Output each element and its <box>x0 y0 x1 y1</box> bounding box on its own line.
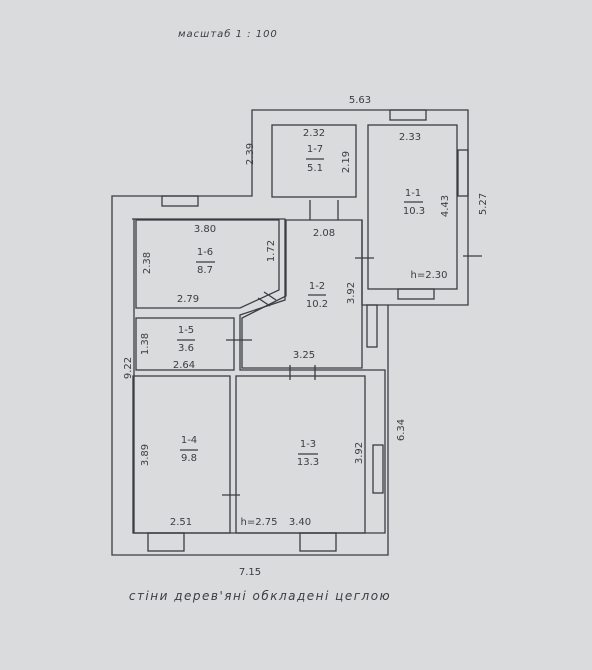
scale-label: масштаб 1 : 100 <box>178 29 278 40</box>
room-1-5-outline <box>135 317 235 371</box>
window <box>397 288 435 300</box>
dim-r13-bottom: 3.40 <box>289 517 311 528</box>
room-1-2-area: 10.2 <box>306 299 328 310</box>
window <box>147 532 185 552</box>
room-1-5-area: 3.6 <box>178 343 194 354</box>
room-1-2-outline <box>241 219 363 369</box>
window <box>366 304 378 348</box>
room-1-6-id: 1-6 <box>197 247 213 258</box>
window <box>161 195 199 207</box>
room-1-1-area: 10.3 <box>403 206 425 217</box>
dim-r14-height: 3.89 <box>140 444 151 466</box>
dim-total-bottom: 7.15 <box>239 567 261 578</box>
dim-r16-height: 2.38 <box>142 252 153 274</box>
dim-r11-width: 2.33 <box>399 132 421 143</box>
window <box>457 149 469 197</box>
dim-total-top: 5.63 <box>349 95 371 106</box>
dim-r16-width: 3.80 <box>194 224 216 235</box>
dim-total-left: 9.22 <box>123 357 134 379</box>
room-1-7-id: 1-7 <box>307 144 323 155</box>
dim-right-upper: 5.27 <box>478 193 489 215</box>
window <box>389 109 427 121</box>
dim-r13-width: 3.25 <box>293 350 315 361</box>
dim-r11-height: 4.43 <box>440 195 451 217</box>
dim-r12-side: 1.72 <box>266 240 277 262</box>
room-1-1-height: h=2.30 <box>411 270 448 281</box>
dim-r17-height-inner: 2.19 <box>341 151 352 173</box>
room-1-3-id: 1-3 <box>300 439 316 450</box>
caption: стіни дерев'яні обкладені цеглою <box>128 589 392 603</box>
dim-r12-width: 2.08 <box>313 228 335 239</box>
dim-right-lower: 6.34 <box>396 419 407 441</box>
dim-r15-height: 1.38 <box>140 333 151 355</box>
room-1-4-area: 9.8 <box>181 453 197 464</box>
room-1-3-area: 13.3 <box>297 457 319 468</box>
room-1-2-id: 1-2 <box>309 281 325 292</box>
room-1-3-height: h=2.75 <box>241 517 278 528</box>
room-1-7-outline <box>271 124 357 198</box>
room-1-7-area: 5.1 <box>307 163 323 174</box>
dim-r16-bottom: 2.79 <box>177 294 199 305</box>
window <box>372 444 384 494</box>
window <box>299 532 337 552</box>
room-1-6-area: 8.7 <box>197 265 213 276</box>
outer-wall <box>111 109 469 556</box>
dim-r17-width: 2.32 <box>303 128 325 139</box>
dim-r14-width: 2.51 <box>170 517 192 528</box>
room-1-5-id: 1-5 <box>178 325 194 336</box>
dim-r15-width: 2.64 <box>173 360 195 371</box>
dim-r13-height: 3.92 <box>354 442 365 464</box>
room-1-4-id: 1-4 <box>181 435 197 446</box>
dim-r17-height-outer: 2.39 <box>245 143 256 165</box>
dim-r12-height: 3.92 <box>346 282 357 304</box>
room-1-1-id: 1-1 <box>405 188 421 199</box>
